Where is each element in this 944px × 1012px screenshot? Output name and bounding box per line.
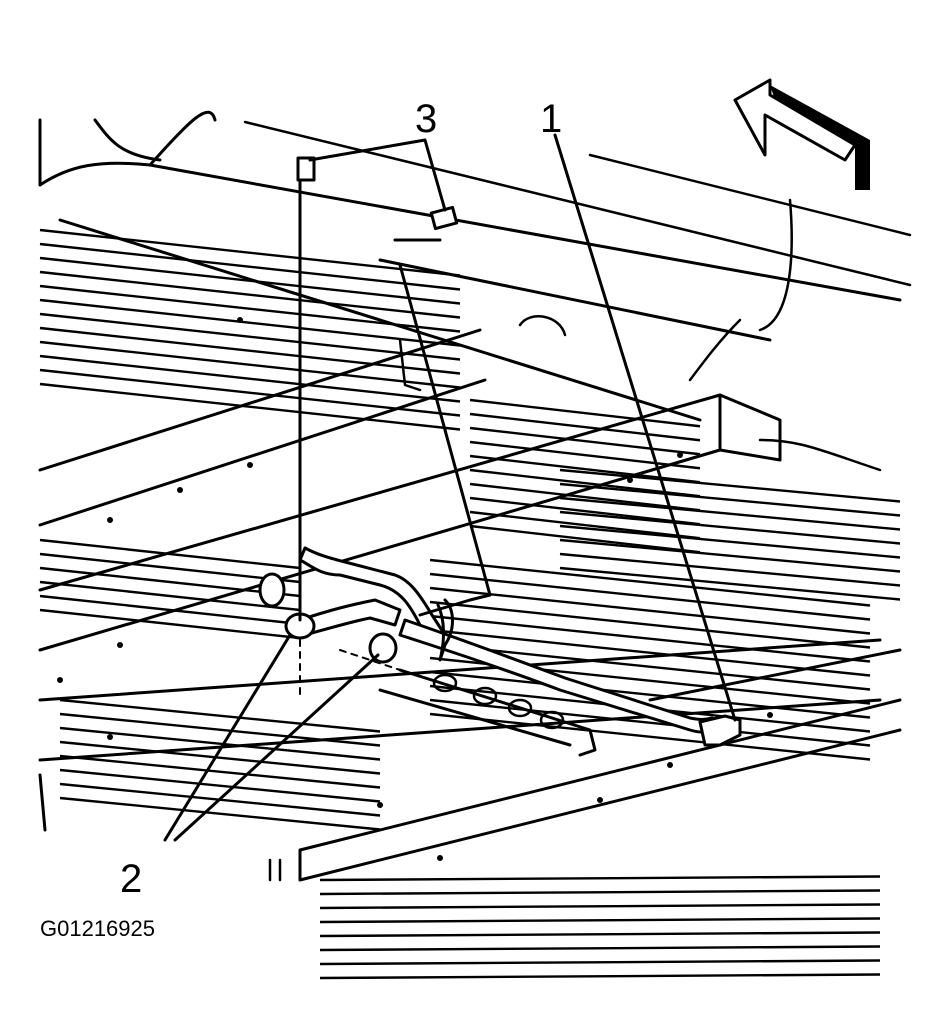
floor-rib [429, 614, 871, 663]
floor-rib [39, 382, 461, 431]
callout-1: 1 [540, 97, 562, 141]
floor-rib [429, 712, 871, 761]
floor-rib [39, 594, 301, 626]
floor-rib [469, 510, 701, 540]
floor-rib [559, 538, 901, 573]
floor-rib [429, 670, 871, 719]
floor-rib [39, 326, 461, 375]
floor-rib [469, 426, 701, 456]
floor-rib [559, 552, 901, 587]
floor-rib [39, 242, 461, 291]
floor-rib [469, 440, 701, 470]
floor-rib [39, 354, 461, 403]
front-direction-arrow-icon [733, 78, 870, 190]
callout-3: 3 [415, 97, 437, 141]
floor-rib [469, 398, 701, 428]
floor-rib [59, 726, 381, 761]
floor-rib [319, 889, 881, 896]
floor-rib [319, 945, 881, 952]
fuel-line-assembly [258, 156, 742, 747]
floor-rib [39, 270, 461, 319]
floor-rib [39, 340, 461, 389]
floor-rib [559, 566, 901, 601]
floor-rib [319, 931, 881, 938]
floor-rib [39, 566, 301, 598]
floor-rib [559, 468, 901, 503]
callout-2: 2 [120, 857, 142, 901]
floor-rib [559, 496, 901, 531]
floor-rib [39, 298, 461, 347]
figure-id: G01216925 [40, 916, 155, 941]
floor-rib [39, 580, 301, 612]
floor-rib [429, 558, 871, 607]
floor-rib [39, 368, 461, 417]
floor-panel-ribs [39, 228, 901, 980]
floor-rib [59, 698, 381, 733]
floor-rib [39, 552, 301, 584]
leader-lines [163, 133, 737, 842]
floor-rib [319, 973, 881, 980]
floor-rib [39, 312, 461, 361]
floor-rib [559, 524, 901, 559]
floor-rib [469, 468, 701, 498]
floor-rib [59, 796, 381, 831]
floor-rib [39, 228, 461, 277]
floor-rib [429, 698, 871, 747]
floor-rib [59, 740, 381, 775]
floor-rib [559, 482, 901, 517]
floor-rib [39, 608, 301, 640]
floor-rib [429, 600, 871, 649]
floor-rib [469, 482, 701, 512]
floor-rib [429, 642, 871, 691]
frame-bolts [57, 317, 773, 861]
fuel-tank-outline [38, 110, 912, 422]
floor-rib [429, 628, 871, 677]
floor-rib [319, 917, 881, 924]
floor-rib [469, 454, 701, 484]
floor-rib [559, 510, 901, 545]
floor-rib [429, 572, 871, 621]
floor-rib [429, 586, 871, 635]
floor-rib [469, 412, 701, 442]
floor-rib [59, 768, 381, 803]
floor-rib [59, 712, 381, 747]
floor-rib [319, 875, 881, 882]
floor-rib [59, 754, 381, 789]
floor-rib [319, 903, 881, 910]
floor-rib [469, 496, 701, 526]
frame-rails [38, 328, 902, 882]
floor-rib [469, 524, 701, 554]
floor-rib [319, 959, 881, 966]
